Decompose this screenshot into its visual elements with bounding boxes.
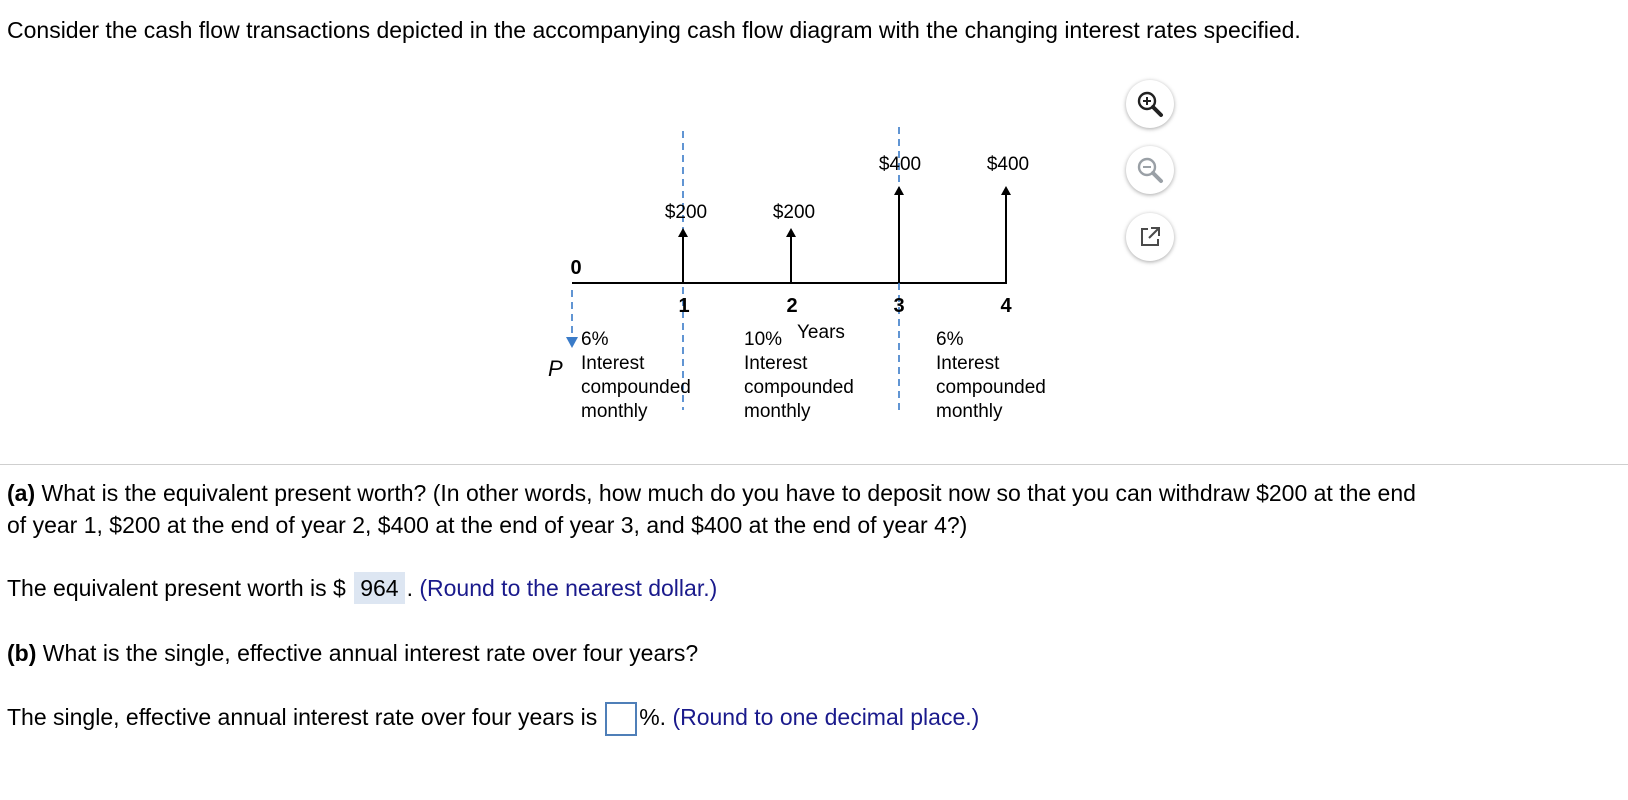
cash-flow-label-4: $400 <box>987 154 1029 175</box>
period-label-3: 3 <box>893 295 904 317</box>
rate-block-3: 6% Interest compounded monthly <box>936 329 1046 422</box>
problem-intro: Consider the cash flow transactions depi… <box>7 17 1301 43</box>
part-b-question-text: What is the single, effective annual int… <box>42 640 699 666</box>
zoom-out-icon <box>1137 157 1163 183</box>
rate-value-2: 10% <box>744 329 782 350</box>
zoom-out-button[interactable] <box>1126 146 1174 194</box>
rate-line3-3: monthly <box>936 401 1003 422</box>
part-b-hint: (Round to one decimal place.) <box>672 704 980 730</box>
part-b-answer-input[interactable] <box>605 701 638 736</box>
cash-flow-arrow-head-3 <box>894 186 904 195</box>
popout-button[interactable] <box>1126 213 1174 261</box>
popout-icon <box>1141 227 1160 246</box>
rate-value-1: 6% <box>581 329 609 350</box>
rate-line1-3: Interest <box>936 353 1000 374</box>
rate-line1-2: Interest <box>744 353 808 374</box>
zoom-in-icon <box>1137 91 1163 117</box>
part-a-answer-field[interactable]: 964 <box>354 572 405 604</box>
part-a-hint: (Round to the nearest dollar.) <box>419 575 718 601</box>
part-a-question-line1: What is the equivalent present worth? (I… <box>41 480 1416 506</box>
part-a-question-line2: of year 1, $200 at the end of year 2, $4… <box>7 512 968 538</box>
rate-line3-2: monthly <box>744 401 811 422</box>
part-b-question: (b) What is the single, effective annual… <box>7 637 698 669</box>
rate-line2-3: compounded <box>936 377 1046 398</box>
period-label-4: 4 <box>1000 295 1012 317</box>
period-label-2: 2 <box>786 295 797 317</box>
part-b-answer-line: The single, effective annual interest ra… <box>7 701 979 736</box>
cash-flow-label-1: $200 <box>665 202 707 223</box>
period-label-0: 0 <box>570 257 581 279</box>
cash-flow-label-2: $200 <box>773 202 815 223</box>
part-a-label: (a) <box>7 480 36 506</box>
part-b-answer-suffix: %. <box>639 704 667 730</box>
cash-flow-diagram: $200 $200 $400 $400 0 1 2 3 4 Years P 6%… <box>548 127 1046 422</box>
period-label-1: 1 <box>678 295 689 317</box>
axis-label-years: Years <box>797 322 845 343</box>
cash-flow-arrow-head-2 <box>786 228 796 237</box>
part-a-answer-line: The equivalent present worth is $ 964. (… <box>7 572 717 604</box>
part-b-label: (b) <box>7 640 37 666</box>
rate-value-3: 6% <box>936 329 964 350</box>
rate-line2-1: compounded <box>581 377 691 398</box>
present-arrow-head <box>566 337 578 348</box>
rate-line1-1: Interest <box>581 353 645 374</box>
rate-line2-2: compounded <box>744 377 854 398</box>
rate-block-2: 10% Interest compounded monthly <box>744 329 854 422</box>
present-value-label: P <box>548 356 563 381</box>
rate-line3-1: monthly <box>581 401 648 422</box>
cash-flow-arrow-head-4 <box>1001 186 1011 195</box>
part-b-answer-prefix: The single, effective annual interest ra… <box>7 704 598 730</box>
section-divider <box>0 464 1628 465</box>
cash-flow-arrow-head-1 <box>678 228 688 237</box>
part-a-answer-prefix: The equivalent present worth is $ <box>7 575 346 601</box>
zoom-in-button[interactable] <box>1126 80 1174 128</box>
cash-flow-label-3: $400 <box>879 154 921 175</box>
rate-block-1: 6% Interest compounded monthly <box>581 329 691 422</box>
part-a-answer-suffix: . <box>406 575 413 601</box>
part-a-question: (a) What is the equivalent present worth… <box>7 477 1416 541</box>
